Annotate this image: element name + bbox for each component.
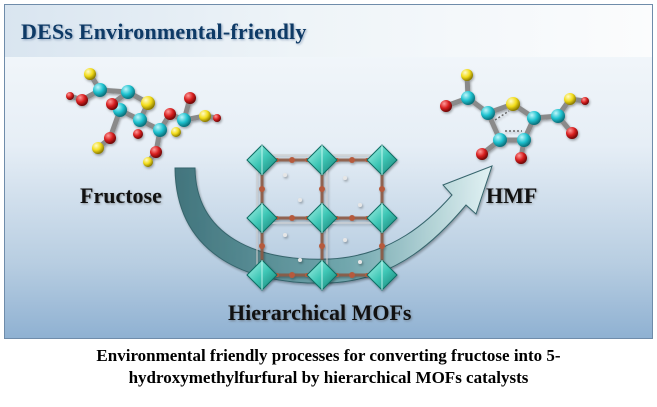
caption-line-1: Environmental friendly processes for con… bbox=[96, 346, 561, 365]
catalyst-label: Hierarchical MOFs bbox=[228, 300, 412, 325]
banner-title: DESs Environmental-friendly bbox=[21, 19, 307, 44]
product-label: HMF bbox=[486, 183, 538, 208]
mof-framework-icon bbox=[246, 144, 398, 291]
reaction-arrow-icon bbox=[174, 165, 493, 284]
caption-line-2: hydroxymethylfurfural by hierarchical MO… bbox=[128, 368, 529, 387]
reactant-label: Fructose bbox=[80, 183, 162, 208]
header-banner: DESs Environmental-friendly bbox=[5, 5, 652, 57]
figure-caption: Environmental friendly processes for con… bbox=[0, 345, 657, 389]
fructose-molecule-icon bbox=[66, 68, 221, 167]
hmf-molecule-icon bbox=[440, 69, 589, 164]
